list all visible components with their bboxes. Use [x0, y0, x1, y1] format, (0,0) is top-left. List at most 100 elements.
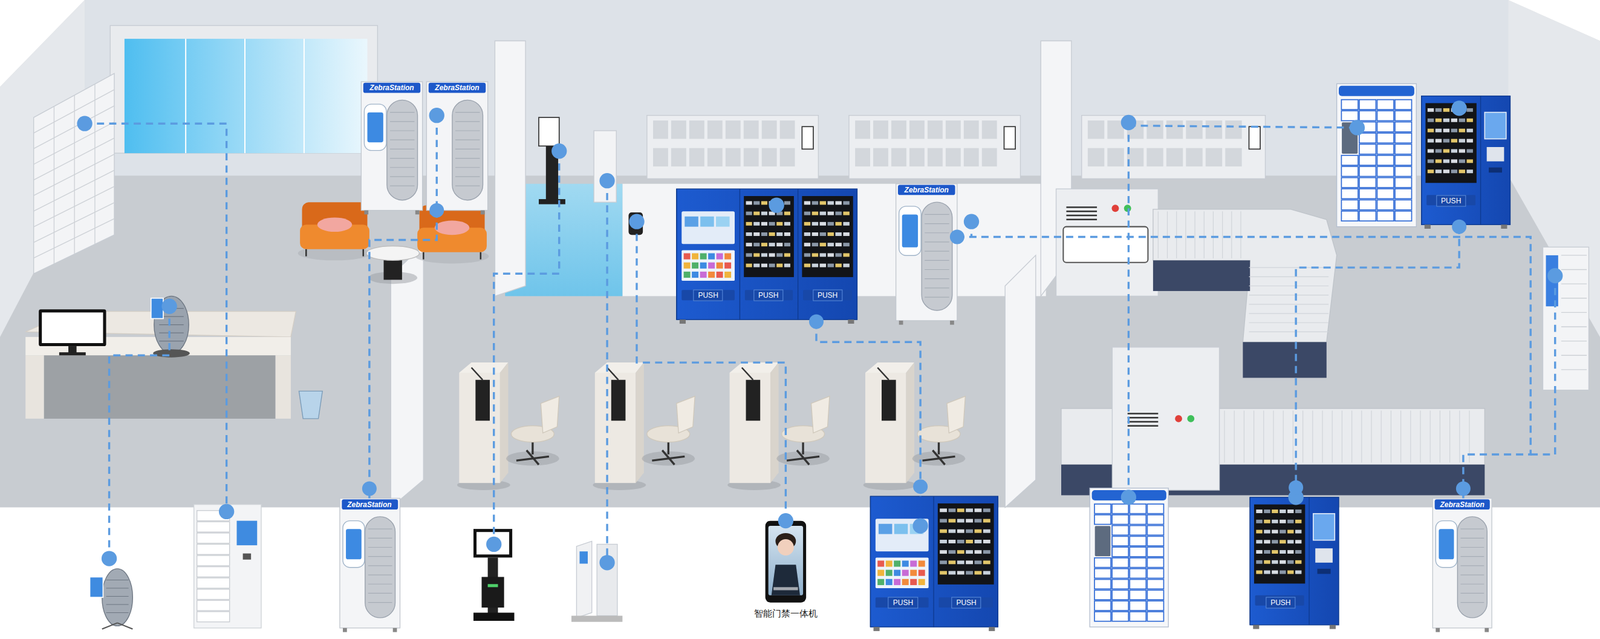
- logo-text: ZebraStation: [902, 185, 952, 195]
- product: [761, 252, 768, 257]
- roller: [1249, 322, 1330, 323]
- shelf-bin: [725, 120, 741, 139]
- cabinet-shelf-line: [390, 148, 415, 150]
- capsule-line: [106, 611, 129, 613]
- product: [1466, 169, 1474, 173]
- network-line: [1530, 275, 1556, 455]
- product: [910, 559, 917, 566]
- cabinet-shelf-line: [390, 139, 415, 141]
- product: [1255, 529, 1262, 534]
- cabinet-shelf-line: [1460, 537, 1484, 539]
- gate-pillar: [593, 130, 617, 202]
- locker-door: [1129, 589, 1146, 600]
- product: [1287, 570, 1294, 574]
- roller: [1194, 211, 1195, 259]
- product: [769, 221, 776, 226]
- locker-body: [194, 504, 262, 628]
- locker-door: [197, 588, 230, 600]
- roller: [1249, 312, 1330, 314]
- product: [1255, 549, 1262, 554]
- locker-door: [1147, 546, 1164, 557]
- machine-box: [1056, 188, 1159, 296]
- product: [1255, 509, 1262, 513]
- workstation-top: [458, 362, 508, 373]
- product: [1427, 139, 1434, 143]
- product: [1287, 549, 1294, 554]
- product: [804, 252, 811, 257]
- product: [1295, 519, 1302, 524]
- shelf-bin: [982, 120, 998, 139]
- cabinet-shelf-line: [924, 241, 950, 242]
- shelf-bin: [707, 148, 723, 167]
- cabinet-shelf-line: [924, 260, 950, 261]
- product: [753, 221, 760, 226]
- product: [835, 211, 842, 216]
- capsule-base: [152, 348, 190, 358]
- vending-foot: [1329, 624, 1336, 629]
- roller: [1185, 211, 1186, 259]
- product: [1466, 159, 1474, 163]
- network-dot: [101, 550, 117, 566]
- product: [948, 559, 957, 564]
- capsule-tablet: [90, 576, 104, 597]
- vent: [1066, 218, 1097, 221]
- product: [1443, 118, 1450, 123]
- product: [724, 253, 732, 260]
- cabinet-body: [426, 81, 488, 211]
- cabinet-shelf-line: [924, 269, 950, 270]
- roller: [1400, 409, 1402, 462]
- cabinet-shelf-line: [390, 120, 415, 122]
- product: [965, 518, 973, 523]
- product: [1466, 148, 1474, 153]
- module-divider: [797, 188, 799, 320]
- monitor: [38, 308, 106, 346]
- locker-door: [1376, 122, 1394, 132]
- push-label: PUSH: [812, 289, 843, 301]
- workstation-monitor: [881, 379, 897, 421]
- network-connector: [816, 321, 921, 497]
- product: [918, 578, 926, 585]
- locker-door: [1094, 589, 1111, 600]
- product: [1263, 549, 1270, 554]
- product: [700, 262, 707, 269]
- chair-back: [540, 396, 559, 433]
- locker-door: [1359, 166, 1377, 176]
- product: [761, 263, 768, 268]
- tripod-leg: [117, 622, 133, 629]
- wall-locker: [1543, 246, 1590, 390]
- logo-text: ZebraStation: [1437, 499, 1487, 510]
- cabinet-shelf-line: [1460, 601, 1484, 603]
- locker-door: [1359, 188, 1377, 199]
- product: [1451, 169, 1458, 173]
- desk-leg: [25, 354, 44, 419]
- product: [1295, 549, 1302, 554]
- product: [784, 221, 791, 226]
- device-box: ZebraStation: [360, 81, 423, 211]
- cabinet-shelf-line: [368, 537, 393, 539]
- kiosk-base: [538, 198, 566, 204]
- product: [835, 263, 842, 268]
- cabinet-window: [1457, 516, 1487, 618]
- desk-shadow: [44, 354, 276, 419]
- product: [1287, 539, 1294, 544]
- monitor-arm: [877, 367, 889, 380]
- cabinet-shelf-line: [455, 157, 481, 159]
- tablet-frame: [1435, 520, 1457, 568]
- screen-bar: [773, 586, 799, 590]
- locker-door: [1341, 188, 1359, 199]
- locker-line: [33, 154, 115, 196]
- roller: [1253, 409, 1255, 462]
- product: [761, 232, 768, 236]
- locker-line: [1561, 325, 1587, 327]
- roller: [1321, 409, 1323, 462]
- cabinet-shelf-line: [368, 555, 393, 557]
- locker-door: [1376, 99, 1394, 110]
- locker-door: [1376, 166, 1394, 176]
- device-box: ZebraStation: [1432, 498, 1492, 628]
- product: [691, 253, 699, 260]
- capsule-line: [106, 587, 129, 588]
- screen-tile: [700, 216, 714, 227]
- product: [746, 200, 753, 205]
